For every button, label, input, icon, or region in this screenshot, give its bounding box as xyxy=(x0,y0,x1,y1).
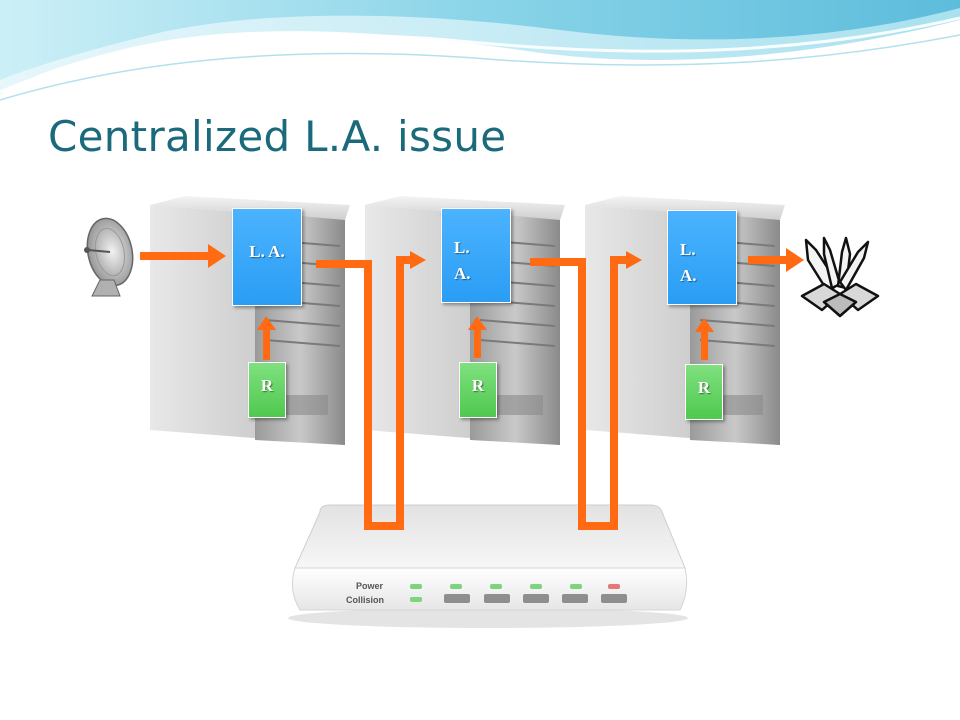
r-box-2: R xyxy=(459,362,497,418)
r-box-1: R xyxy=(248,362,286,418)
la-label: L. A. xyxy=(249,242,285,261)
la-label: L. A. xyxy=(454,238,471,283)
r-label: R xyxy=(697,378,711,397)
switch-power-label: Power xyxy=(356,581,384,591)
r-label: R xyxy=(471,376,485,395)
la-box-1: L. A. xyxy=(232,208,302,306)
switch-collision-label: Collision xyxy=(346,595,384,605)
la-box-3: L. A. xyxy=(667,210,737,305)
satellite-dish-icon xyxy=(84,217,134,297)
header-wave-decoration xyxy=(0,0,960,101)
r-box-3: R xyxy=(685,364,723,420)
la-label: L. A. xyxy=(680,240,697,285)
la-box-2: L. A. xyxy=(441,208,511,303)
switch-leds xyxy=(410,584,620,602)
rockets-icon xyxy=(800,236,880,318)
switch-ports xyxy=(444,594,627,603)
r-label: R xyxy=(260,376,274,395)
slide-title: Centralized L.A. issue xyxy=(48,112,507,161)
